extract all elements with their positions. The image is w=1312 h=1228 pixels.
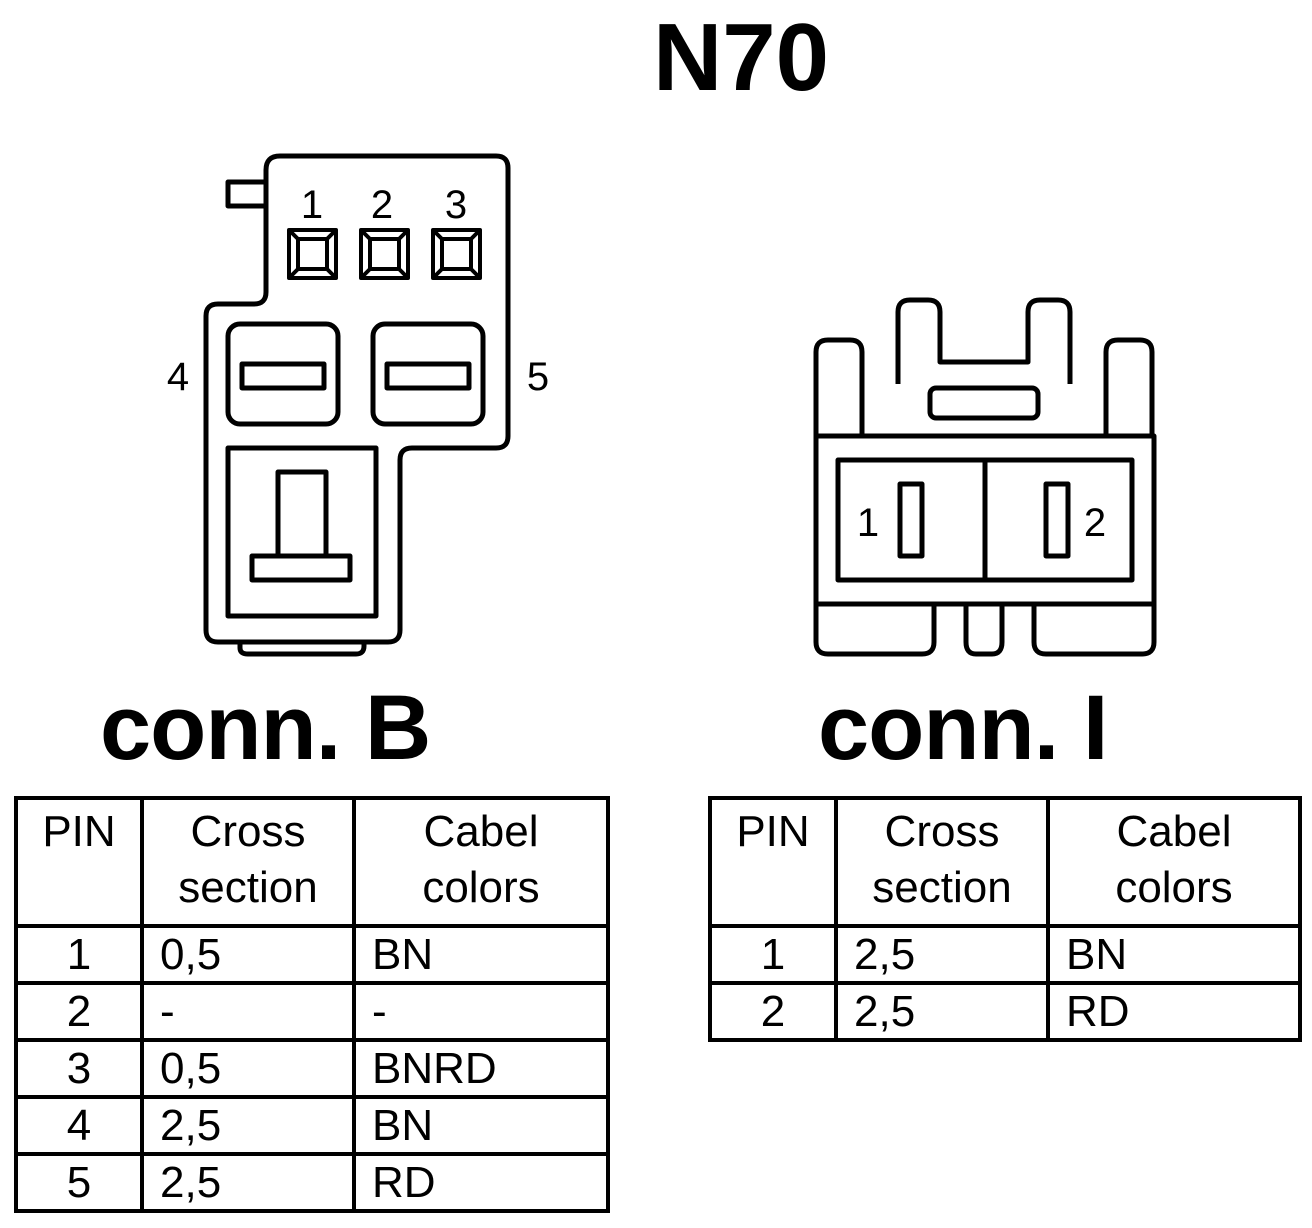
cross-section-cell: 2,5 [140, 1095, 356, 1156]
header-cross-section: Cross section [834, 796, 1050, 928]
pin-cell: 4 [14, 1095, 144, 1156]
conn-b-pin-label-4: 4 [167, 355, 189, 399]
pin-cell: 2 [14, 981, 144, 1042]
conn-b-pin-label-3: 3 [445, 183, 467, 227]
cross-section-cell: 0,5 [140, 1038, 356, 1099]
color-cell: BN [352, 924, 610, 985]
table-row: 2 - - [14, 981, 610, 1042]
header-pin: PIN [14, 796, 144, 928]
cross-section-cell: - [140, 981, 356, 1042]
table-row: 4 2,5 BN [14, 1095, 610, 1156]
table-header-row: PIN Cross section Cabel colors [708, 796, 1302, 928]
table-row: 1 2,5 BN [708, 924, 1302, 985]
conn-b-pin-label-2: 2 [371, 183, 393, 227]
header-pin: PIN [708, 796, 838, 928]
header-cross-section: Cross section [140, 796, 356, 928]
header-cable-colors: Cabel colors [1046, 796, 1302, 928]
page-title: N70 [652, 4, 830, 111]
color-cell: - [352, 981, 610, 1042]
cross-section-cell: 2,5 [834, 924, 1050, 985]
cross-section-cell: 2,5 [834, 981, 1050, 1042]
connector-i-drawing [813, 297, 1157, 657]
table-row: 5 2,5 RD [14, 1152, 610, 1213]
pin-cell: 3 [14, 1038, 144, 1099]
pin-cell: 1 [708, 924, 838, 985]
conn-b-pin-label-1: 1 [301, 183, 323, 227]
table-row: 2 2,5 RD [708, 981, 1302, 1042]
conn-b-label: conn. B [100, 677, 431, 779]
conn-i-pin-label-2: 2 [1084, 501, 1106, 545]
header-cable-colors: Cabel colors [352, 796, 610, 928]
connector-b-drawing [203, 153, 511, 657]
color-cell: RD [1046, 981, 1302, 1042]
table-row: 1 0,5 BN [14, 924, 610, 985]
cross-section-cell: 2,5 [140, 1152, 356, 1213]
color-cell: BN [352, 1095, 610, 1156]
color-cell: RD [352, 1152, 610, 1213]
pin-cell: 2 [708, 981, 838, 1042]
conn-i-pin-table: PIN Cross section Cabel colors 1 2,5 BN … [708, 796, 1302, 1042]
table-header-row: PIN Cross section Cabel colors [14, 796, 610, 928]
conn-i-pin-label-1: 1 [857, 501, 879, 545]
conn-b-pin-table: PIN Cross section Cabel colors 1 0,5 BN … [14, 796, 610, 1213]
conn-b-pin-label-5: 5 [527, 355, 549, 399]
cross-section-cell: 0,5 [140, 924, 356, 985]
pin-cell: 5 [14, 1152, 144, 1213]
color-cell: BNRD [352, 1038, 610, 1099]
color-cell: BN [1046, 924, 1302, 985]
table-row: 3 0,5 BNRD [14, 1038, 610, 1099]
pin-cell: 1 [14, 924, 144, 985]
conn-i-label: conn. I [818, 677, 1108, 779]
